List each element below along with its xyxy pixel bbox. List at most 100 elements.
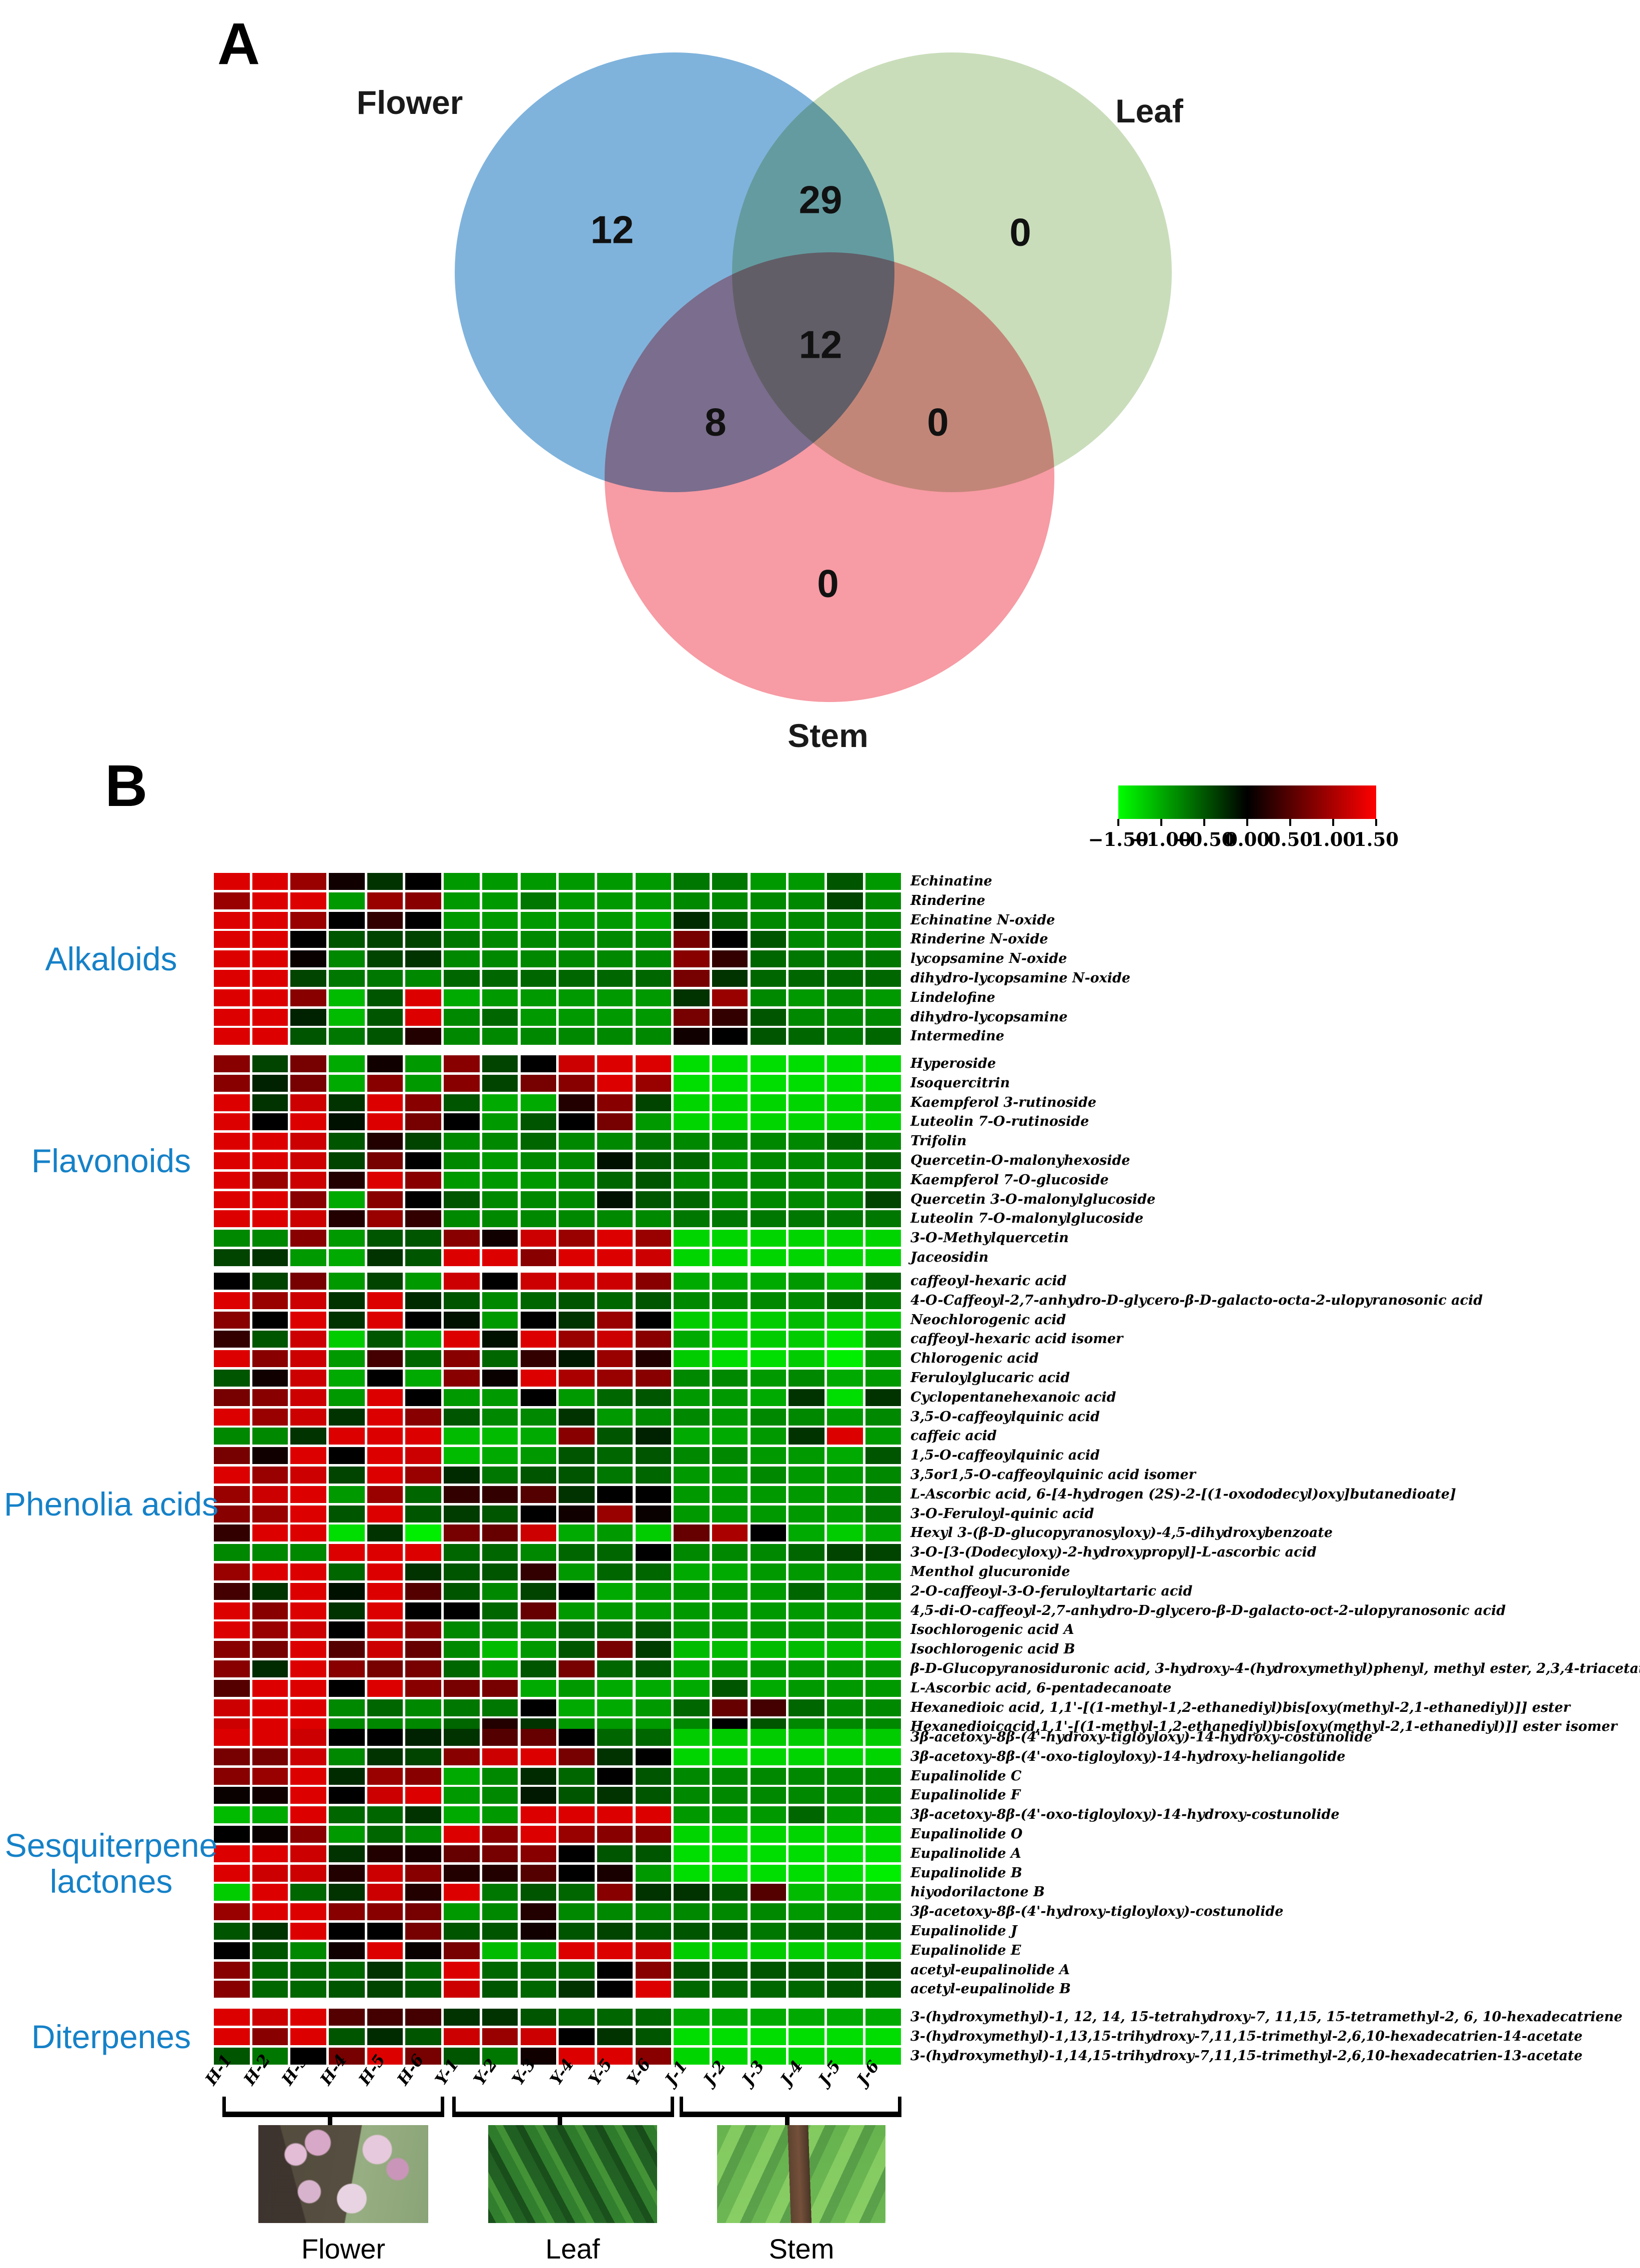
heatmap-cell bbox=[329, 1113, 365, 1131]
heatmap-cell bbox=[750, 1679, 787, 1697]
heatmap-cell bbox=[674, 1864, 710, 1882]
heatmap-cell bbox=[252, 1447, 288, 1465]
heatmap-cell bbox=[865, 1961, 901, 1979]
heatmap-cell bbox=[520, 1230, 556, 1247]
heatmap-cell bbox=[597, 892, 633, 909]
heatmap-cell bbox=[520, 1028, 556, 1045]
heatmap-cell bbox=[482, 1563, 518, 1580]
heatmap-cell bbox=[827, 1152, 863, 1169]
heatmap-cell bbox=[789, 1008, 824, 1026]
heatmap-cell bbox=[482, 1171, 518, 1189]
heatmap-cell bbox=[252, 892, 288, 909]
heatmap-cell bbox=[482, 1486, 518, 1503]
heatmap-cell bbox=[214, 1699, 250, 1716]
heatmap-cell bbox=[444, 1466, 480, 1484]
heatmap-cell bbox=[252, 1729, 288, 1746]
heatmap-cell bbox=[214, 1825, 250, 1843]
heatmap-cell bbox=[559, 1369, 595, 1387]
heatmap-cell bbox=[789, 1699, 824, 1716]
heatmap-cell bbox=[214, 1369, 250, 1387]
heatmap-cell bbox=[712, 1621, 748, 1639]
heatmap-cell bbox=[290, 1428, 326, 1445]
heatmap-cell bbox=[635, 989, 672, 1006]
row-label: 3β-acetoxy-8β-(4'-oxo-tigloyloxy)-14-hyd… bbox=[910, 1748, 1346, 1764]
heatmap-cell bbox=[827, 892, 863, 909]
heatmap-cell bbox=[674, 892, 710, 909]
heatmap-cell bbox=[865, 1621, 901, 1639]
row-label: Feruloylglucaric acid bbox=[910, 1370, 1070, 1386]
heatmap-cell bbox=[750, 950, 787, 968]
heatmap-cell bbox=[865, 873, 901, 890]
heatmap-cell bbox=[865, 1008, 901, 1026]
heatmap-cell bbox=[252, 2028, 288, 2045]
heatmap-cell bbox=[405, 931, 441, 948]
heatmap-cell bbox=[482, 1787, 518, 1804]
heatmap-cell bbox=[367, 1641, 403, 1658]
heatmap-cell bbox=[674, 931, 710, 948]
heatmap-cell bbox=[290, 1602, 326, 1619]
heatmap-cell bbox=[674, 950, 710, 968]
heatmap-cell bbox=[482, 1660, 518, 1677]
heatmap-cell bbox=[597, 1292, 633, 1309]
heatmap-cell bbox=[559, 950, 595, 968]
heatmap-cell bbox=[214, 1389, 250, 1406]
heatmap-cell bbox=[367, 1133, 403, 1150]
heatmap-cell bbox=[712, 1524, 748, 1542]
heatmap-cell bbox=[329, 1447, 365, 1465]
heatmap-cell bbox=[482, 1922, 518, 1940]
heatmap-cell bbox=[329, 1292, 365, 1309]
row-label: Kaempferol 7-O-glucoside bbox=[910, 1172, 1109, 1188]
heatmap-cell bbox=[789, 1249, 824, 1266]
heatmap-cell bbox=[444, 950, 480, 968]
heatmap-cell bbox=[367, 1825, 403, 1843]
heatmap-cell bbox=[482, 2047, 518, 2065]
heatmap-cell bbox=[444, 931, 480, 948]
heatmap-cell bbox=[635, 1563, 672, 1580]
heatmap-cell bbox=[635, 1641, 672, 1658]
row-label: 3-O-Methylquercetin bbox=[910, 1230, 1069, 1246]
heatmap-cell bbox=[444, 1563, 480, 1580]
category-label-alkaloids: Alkaloids bbox=[45, 940, 177, 978]
heatmap-cell bbox=[635, 1350, 672, 1368]
heatmap-cell bbox=[865, 1544, 901, 1561]
heatmap-cell bbox=[789, 1094, 824, 1111]
heatmap-cell bbox=[712, 931, 748, 948]
row-label: dihydro-lycopsamine N-oxide bbox=[910, 970, 1131, 986]
heatmap-cell bbox=[252, 1074, 288, 1092]
heatmap-cell bbox=[597, 931, 633, 948]
heatmap-cell bbox=[674, 1679, 710, 1697]
heatmap-cell bbox=[789, 1191, 824, 1208]
category-label-diterpenes: Diterpenes bbox=[31, 2018, 191, 2055]
heatmap-cell bbox=[597, 1787, 633, 1804]
heatmap-cell bbox=[367, 1524, 403, 1542]
heatmap-cell bbox=[712, 1806, 748, 1824]
heatmap-cell bbox=[367, 1171, 403, 1189]
heatmap-cell bbox=[252, 2009, 288, 2026]
heatmap-cell bbox=[214, 1602, 250, 1619]
heatmap-cell bbox=[482, 1133, 518, 1150]
heatmap-cell bbox=[597, 1767, 633, 1785]
heatmap-cell bbox=[674, 873, 710, 890]
heatmap-cell bbox=[635, 1961, 672, 1979]
heatmap-cell bbox=[674, 2009, 710, 2026]
heatmap-cell bbox=[674, 1466, 710, 1484]
heatmap-cell bbox=[482, 1094, 518, 1111]
heatmap-cell bbox=[789, 1602, 824, 1619]
heatmap-cell bbox=[635, 1679, 672, 1697]
heatmap-cell bbox=[252, 1113, 288, 1131]
colorbar-tick-mark bbox=[1375, 819, 1377, 826]
heatmap-cell bbox=[329, 1331, 365, 1348]
venn-label-flower: Flower bbox=[356, 84, 463, 121]
heatmap-cell bbox=[597, 1486, 633, 1503]
heatmap-cell bbox=[405, 1408, 441, 1426]
heatmap-cell bbox=[827, 1922, 863, 1940]
heatmap-cell bbox=[367, 1055, 403, 1072]
heatmap-cell bbox=[367, 1074, 403, 1092]
heatmap-cell bbox=[865, 1787, 901, 1804]
heatmap-cell bbox=[214, 1767, 250, 1785]
heatmap-cell bbox=[444, 2047, 480, 2065]
heatmap-cell bbox=[597, 969, 633, 987]
heatmap-cell bbox=[444, 1922, 480, 1940]
heatmap-cell bbox=[674, 1273, 710, 1290]
heatmap-cell bbox=[827, 1602, 863, 1619]
